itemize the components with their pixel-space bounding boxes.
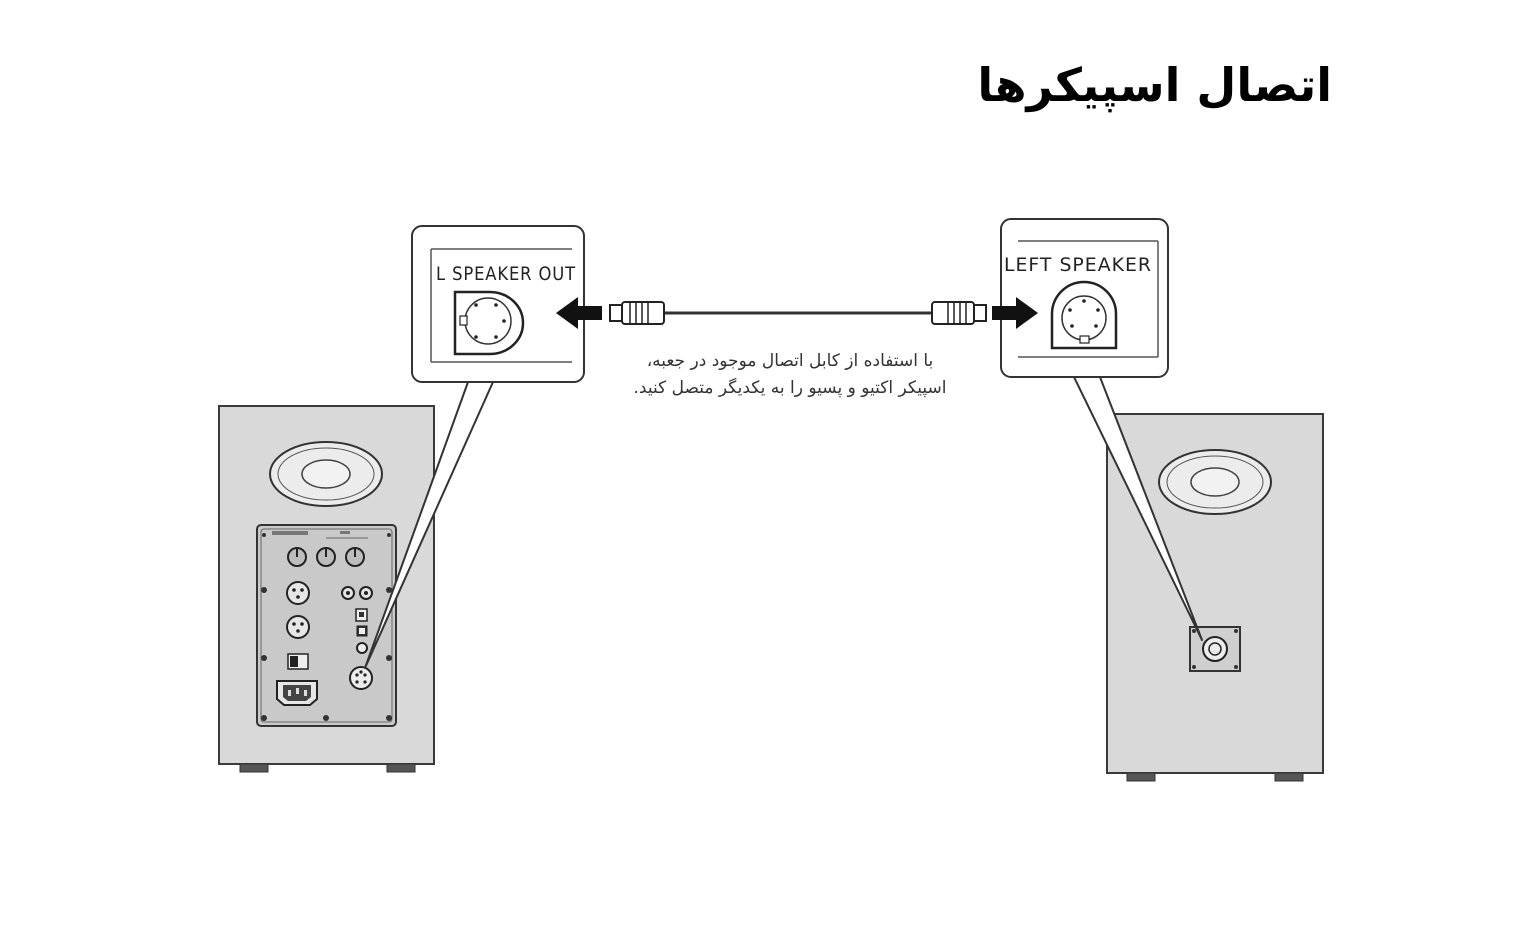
left-cable-plug-icon <box>609 301 665 325</box>
active-speaker <box>218 405 435 773</box>
left-callout-label: L SPEAKER OUT <box>436 263 576 285</box>
din-socket-icon <box>453 290 525 356</box>
rca-input-icon <box>341 586 373 600</box>
right-arrow-icon <box>992 297 1038 329</box>
power-switch-icon <box>287 653 309 670</box>
right-callout: LEFT SPEAKER <box>1000 218 1169 378</box>
speaker-out-port-icon <box>349 666 373 690</box>
passive-speaker <box>1106 413 1324 782</box>
volume-knob-icon <box>287 547 307 567</box>
active-speaker-port <box>269 441 383 507</box>
passive-speaker-foot-left <box>1126 772 1156 782</box>
passive-speaker-port <box>1158 449 1272 515</box>
passive-speaker-foot-right <box>1274 772 1304 782</box>
connection-cable <box>609 301 987 325</box>
page-title: اتصال اسپیکرها <box>977 58 1332 112</box>
right-callout-label: LEFT SPEAKER <box>1004 254 1152 276</box>
xlr-input-icon <box>286 581 310 605</box>
amplifier-panel <box>256 524 397 727</box>
power-inlet-icon <box>276 680 318 706</box>
left-callout: L SPEAKER OUT <box>411 225 585 383</box>
instruction-line-2: اسپیکر اکتیو و پسیو را به یکدیگر متصل کن… <box>633 378 947 398</box>
optical-input-icon <box>356 625 368 637</box>
xlr-input-icon <box>286 615 310 639</box>
coaxial-input-icon <box>356 642 368 654</box>
speaker-in-port-icon <box>1189 626 1241 672</box>
din-socket-icon <box>1050 280 1118 350</box>
usb-port-icon <box>355 608 368 622</box>
right-cable-plug-icon <box>931 301 987 325</box>
left-arrow-icon <box>556 297 602 329</box>
active-speaker-foot-left <box>239 763 269 773</box>
bass-knob-icon <box>316 547 336 567</box>
active-speaker-foot-right <box>386 763 416 773</box>
treble-knob-icon <box>345 547 365 567</box>
instruction-caption: با استفاده از کابل اتصال موجود در جعبه، … <box>595 348 985 402</box>
instruction-line-1: با استفاده از کابل اتصال موجود در جعبه، <box>646 351 934 371</box>
